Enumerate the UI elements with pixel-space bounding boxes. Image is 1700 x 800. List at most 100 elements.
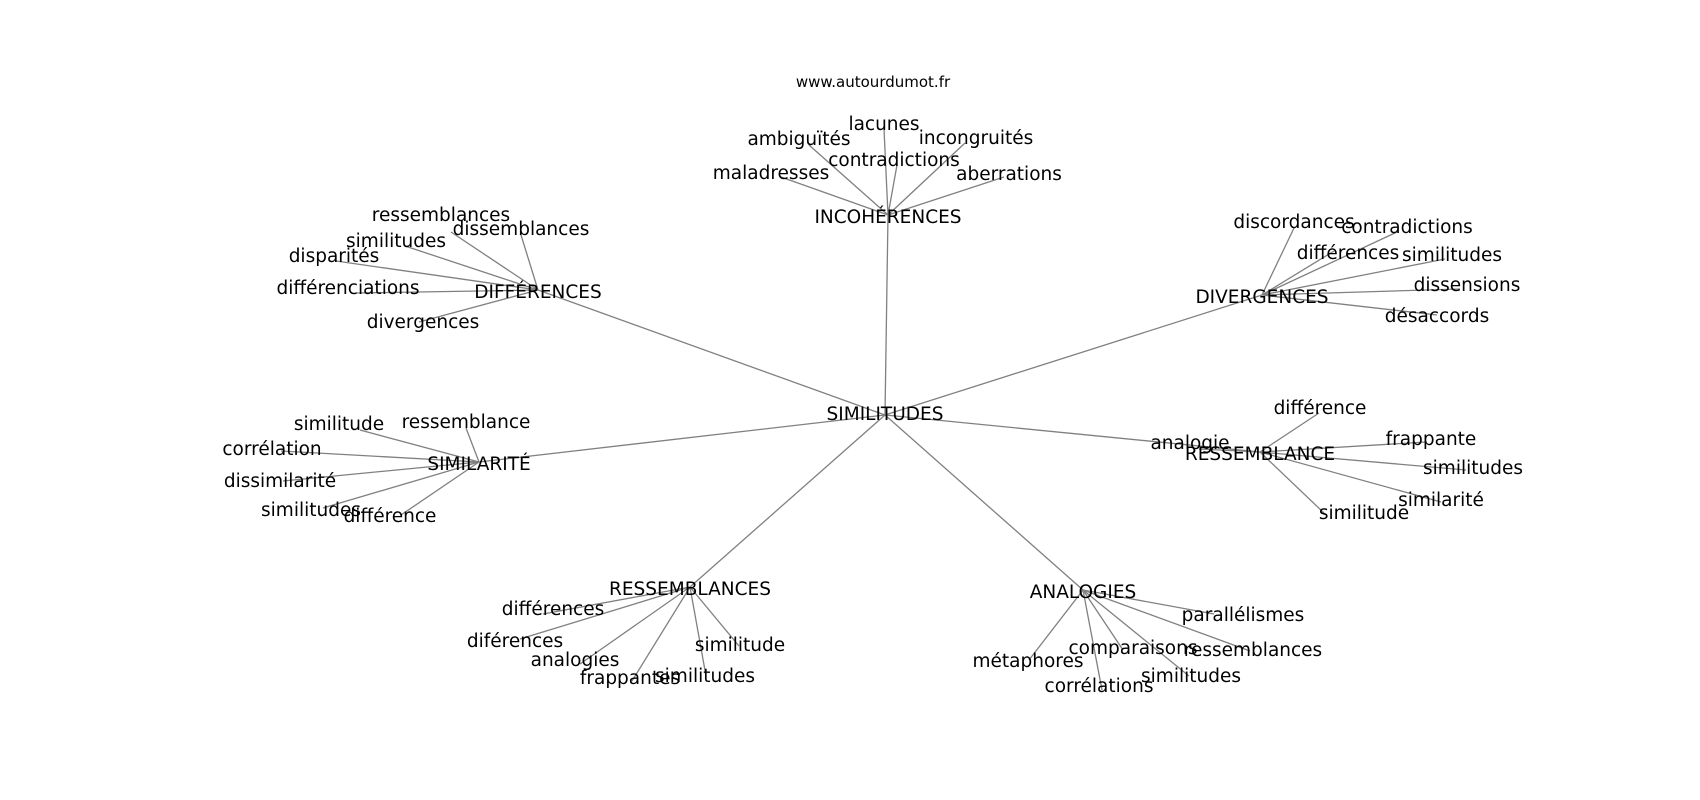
edge-divergences-word — [1261, 231, 1398, 296]
related-word[interactable]: métaphores — [973, 651, 1084, 672]
related-word[interactable]: corrélations — [1045, 676, 1154, 697]
edge-similarite-word — [280, 450, 480, 463]
edge-differences-word — [356, 289, 539, 294]
related-word[interactable]: ressemblance — [402, 412, 531, 433]
edge-incoherences-word — [887, 164, 898, 216]
edge-ressemblance-word — [1198, 448, 1261, 453]
related-word[interactable]: disparités — [289, 246, 380, 267]
related-word[interactable]: incongruités — [919, 128, 1034, 149]
label-layer: www.autourdumot.fr SIMILITUDES INCOHÉREN… — [222, 73, 1523, 697]
edge-ressemblance-word — [1259, 451, 1442, 503]
related-word[interactable]: similarité — [1398, 490, 1484, 511]
related-word[interactable]: ressemblances — [1184, 640, 1322, 661]
edge-differences-word — [418, 289, 539, 323]
edge-divergences-word — [1261, 258, 1446, 296]
related-word[interactable]: différenciations — [276, 278, 419, 299]
related-word[interactable]: dissemblances — [453, 219, 590, 240]
related-word[interactable]: analogies — [531, 650, 620, 671]
related-word[interactable]: contradictions — [828, 150, 960, 171]
edge-differences-word — [450, 231, 539, 291]
edge-ressemblances-word — [689, 586, 740, 647]
edge-analogies-word — [1082, 589, 1124, 651]
hub-word-ressemblances[interactable]: RESSEMBLANCES — [609, 579, 771, 600]
related-word[interactable]: différences — [502, 599, 605, 620]
related-word[interactable]: similitude — [695, 635, 785, 656]
edge-center-similarite — [478, 414, 886, 463]
related-word[interactable]: discordances — [1233, 212, 1354, 233]
edge-analogies-word — [1082, 589, 1190, 677]
edge-incoherences-word — [808, 144, 889, 216]
edge-center-ressemblance — [884, 414, 1261, 453]
related-word[interactable]: lacunes — [848, 114, 919, 135]
edge-incoherences-word — [780, 176, 889, 216]
related-word[interactable]: similitudes — [1141, 666, 1241, 687]
related-word[interactable]: parallélismes — [1182, 605, 1305, 626]
related-word[interactable]: similitudes — [1402, 245, 1502, 266]
edge-center-incoherences — [884, 214, 889, 416]
edge-incoherences-word — [883, 128, 889, 216]
edge-similarite-word — [400, 461, 480, 516]
edge-similarite-word — [322, 461, 480, 509]
edge-ressemblances-word — [519, 586, 691, 640]
related-word[interactable]: aberrations — [956, 164, 1062, 185]
edge-differences-word — [404, 245, 539, 291]
edge-ressemblances-word — [579, 586, 691, 665]
related-word[interactable]: différence — [344, 506, 437, 527]
edge-differences-word — [520, 234, 539, 291]
edge-similarite-word — [465, 427, 480, 463]
edge-ressemblances-word — [689, 586, 707, 677]
edge-analogies-word — [1082, 589, 1215, 615]
site-url[interactable]: www.autourdumot.fr — [796, 73, 951, 91]
related-word[interactable]: similitudes — [1423, 458, 1523, 479]
edge-similarite-word — [282, 461, 480, 482]
related-word[interactable]: corrélation — [222, 439, 321, 460]
related-word[interactable]: dissensions — [1414, 275, 1521, 296]
related-word[interactable]: différence — [1274, 398, 1367, 419]
edge-analogies-word — [1028, 589, 1084, 661]
related-word[interactable]: dissimilarité — [224, 471, 336, 492]
related-word[interactable]: similitude — [294, 414, 384, 435]
hub-word-divergences[interactable]: DIVERGENCES — [1195, 287, 1328, 308]
center-word: SIMILITUDES — [827, 404, 944, 425]
related-word[interactable]: comparaisons — [1069, 638, 1198, 659]
hub-word-similarite[interactable]: SIMILARITÉ — [427, 453, 530, 475]
hub-word-analogies[interactable]: ANALOGIES — [1030, 582, 1137, 603]
edge-analogies-word — [1082, 589, 1251, 652]
hub-word-differences[interactable]: DIFFÉRENCES — [474, 281, 601, 303]
edge-layer — [280, 128, 1467, 691]
related-word[interactable]: frappante — [1386, 429, 1477, 450]
edge-divergences-word — [1261, 288, 1461, 296]
edge-center-analogies — [884, 414, 1084, 591]
edge-incoherences-word — [887, 176, 1005, 216]
hub-word-incoherences[interactable]: INCOHÉRENCES — [814, 206, 961, 228]
related-word[interactable]: diférences — [467, 631, 563, 652]
related-word[interactable]: similitudes — [346, 231, 446, 252]
edge-incoherences-word — [887, 142, 966, 216]
related-word[interactable]: frappantes — [580, 668, 680, 689]
edge-ressemblances-word — [631, 586, 691, 682]
edge-center-ressemblances — [689, 414, 886, 588]
edge-center-differences — [537, 289, 886, 416]
edge-center-divergences — [884, 294, 1263, 416]
related-word[interactable]: similitudes — [261, 500, 361, 521]
related-word[interactable]: similitudes — [655, 666, 755, 687]
related-word[interactable]: similitude — [1319, 503, 1409, 524]
edge-ressemblance-word — [1259, 451, 1325, 514]
edge-differences-word — [335, 260, 539, 291]
edge-divergences-word — [1261, 227, 1295, 296]
related-word[interactable]: désaccords — [1385, 306, 1489, 327]
hub-word-ressemblance[interactable]: RESSEMBLANCE — [1185, 444, 1335, 465]
related-word[interactable]: analogie — [1150, 433, 1229, 454]
edge-divergences-word — [1261, 250, 1335, 296]
related-word[interactable]: divergences — [367, 312, 480, 333]
edge-ressemblances-word — [542, 586, 691, 615]
related-word[interactable]: maladresses — [713, 163, 829, 184]
edge-similarite-word — [359, 429, 480, 463]
related-word[interactable]: ambiguïtés — [747, 129, 850, 150]
edge-ressemblance-word — [1259, 451, 1467, 471]
related-word[interactable]: ressemblances — [372, 205, 510, 226]
related-word[interactable]: contradictions — [1341, 217, 1473, 238]
related-word[interactable]: différences — [1297, 243, 1400, 264]
edge-ressemblance-word — [1259, 441, 1427, 453]
